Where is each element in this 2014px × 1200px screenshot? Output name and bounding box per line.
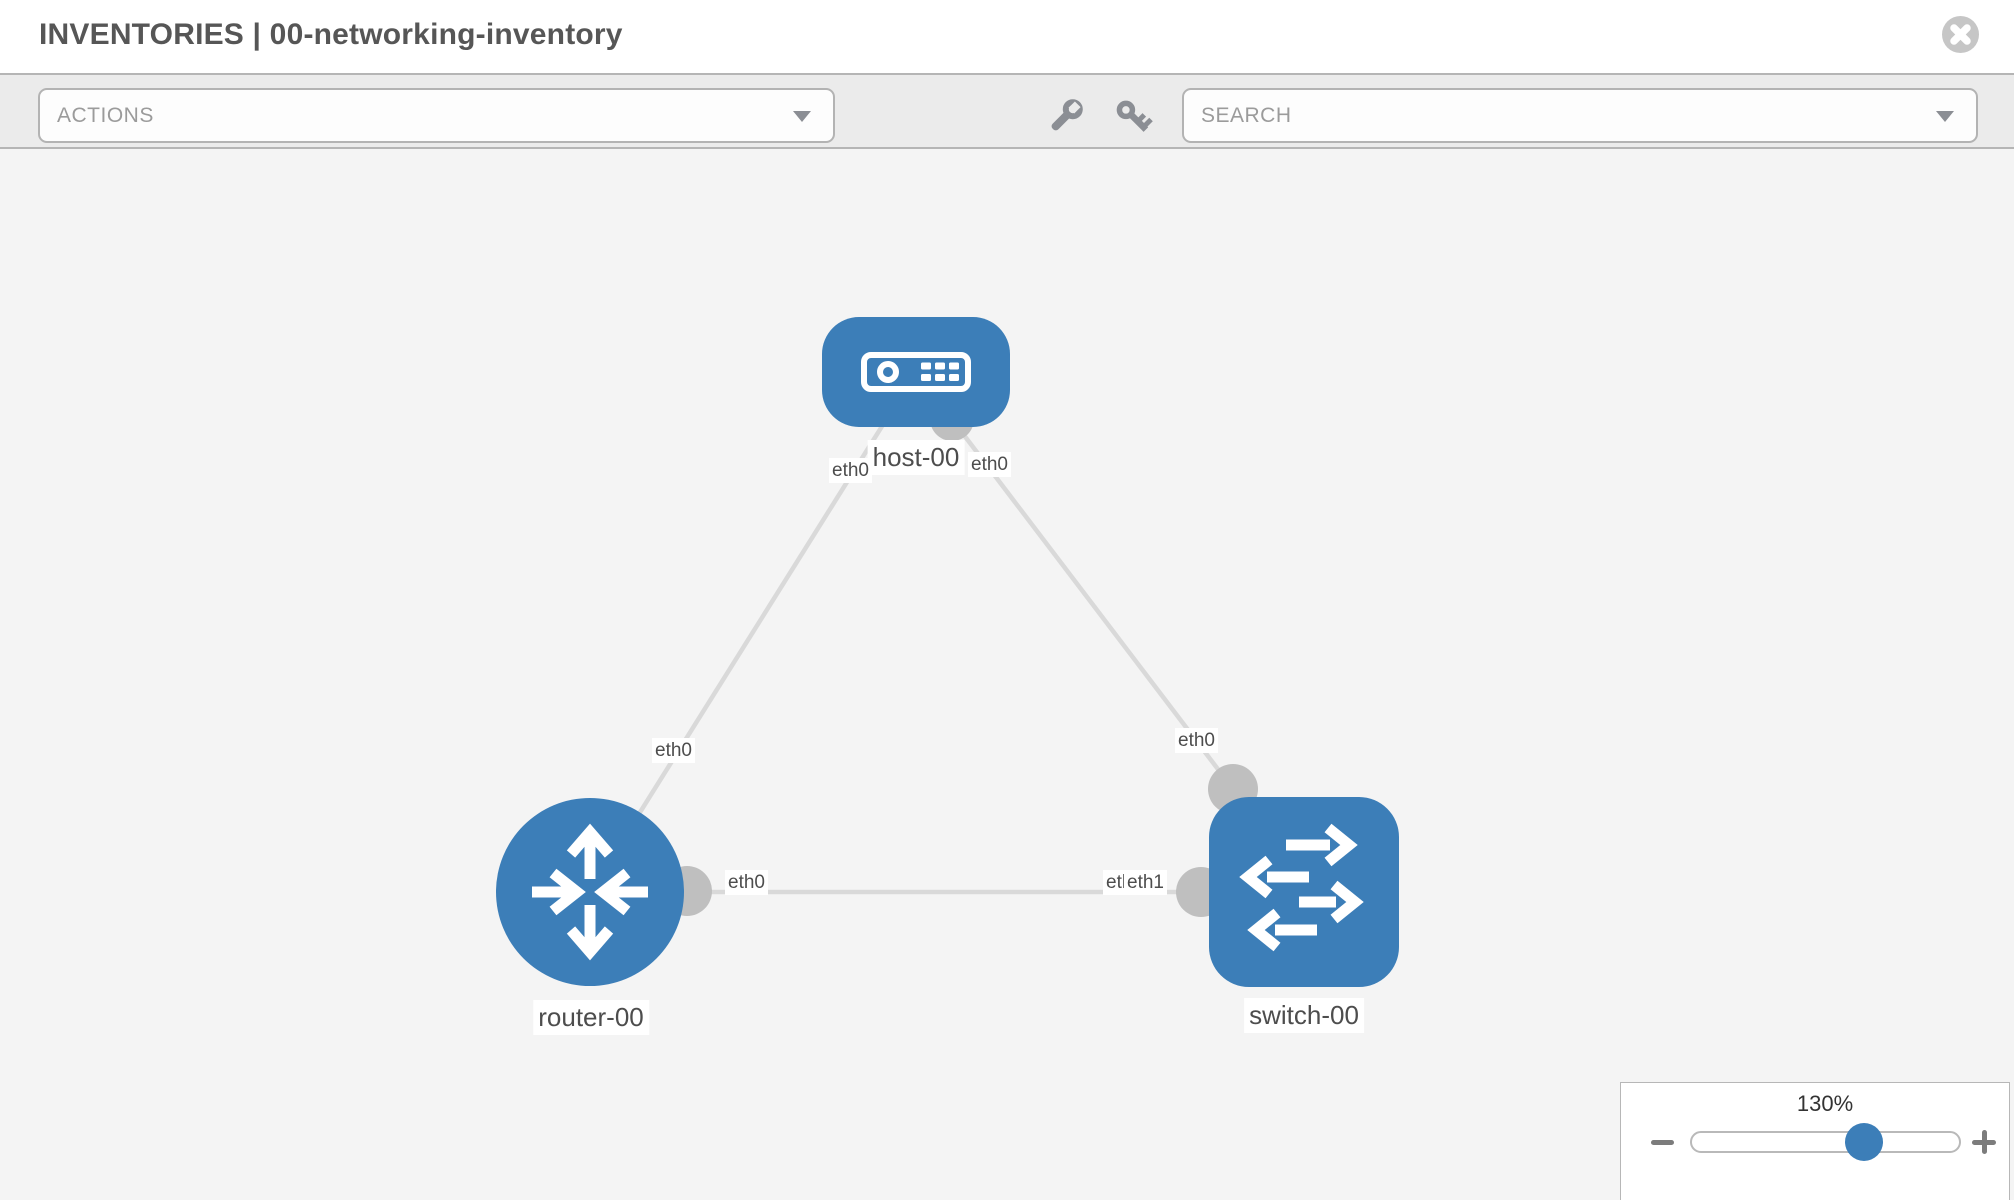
node-label-switch: switch-00 [1244, 998, 1364, 1033]
key-button[interactable] [1112, 96, 1154, 138]
wrench-icon [1051, 99, 1083, 131]
connector-layer [662, 397, 1258, 917]
key-icon [1116, 100, 1153, 132]
chevron-down-icon [1936, 110, 1954, 122]
iface-label-host-router-host-end: eth0 [829, 458, 872, 483]
configure-button[interactable] [1044, 96, 1086, 138]
search-dropdown[interactable]: SEARCH [1182, 88, 1978, 143]
close-button[interactable] [1942, 16, 1979, 53]
header: INVENTORIES | 00-networking-inventory [0, 0, 2014, 73]
node-host-00[interactable] [822, 317, 1010, 427]
zoom-in-button[interactable] [1972, 1130, 1996, 1154]
iface-label-router-switch-router-end: eth0 [725, 870, 768, 895]
zoom-control-panel: 130% [1620, 1082, 2010, 1200]
actions-dropdown[interactable]: ACTIONS [38, 88, 835, 143]
zoom-slider-handle[interactable] [1845, 1123, 1883, 1161]
iface-label-router-switch-switch-end-front: eth1 [1124, 870, 1167, 895]
search-dropdown-label: SEARCH [1201, 103, 1292, 127]
iface-label-host-switch-switch-end: eth0 [1175, 728, 1218, 753]
router-arrows-icon [532, 823, 648, 961]
chevron-down-icon [793, 110, 811, 122]
node-router-00[interactable] [496, 798, 684, 986]
node-switch-00[interactable] [1209, 797, 1399, 987]
toolbar: ACTIONS SEARC [0, 73, 2014, 149]
zoom-out-button[interactable] [1651, 1140, 1674, 1145]
switch-arrows-icon [1239, 823, 1364, 952]
close-icon [1950, 24, 1971, 45]
topology-canvas[interactable]: host-00 router-00 switch-00 eth0 eth0 et… [0, 149, 2014, 1200]
link-host-switch[interactable] [914, 370, 1235, 791]
zoom-percentage: 130% [1796, 1091, 1854, 1116]
page-title: INVENTORIES | 00-networking-inventory [39, 18, 623, 51]
zoom-slider[interactable] [1690, 1131, 1961, 1153]
actions-dropdown-label: ACTIONS [57, 103, 154, 127]
iface-label-host-router-router-end: eth0 [652, 738, 695, 763]
node-label-host: host-00 [867, 440, 965, 475]
node-label-router: router-00 [533, 1000, 649, 1035]
iface-label-host-switch-host-end: eth0 [968, 452, 1011, 477]
server-icon [861, 352, 971, 392]
